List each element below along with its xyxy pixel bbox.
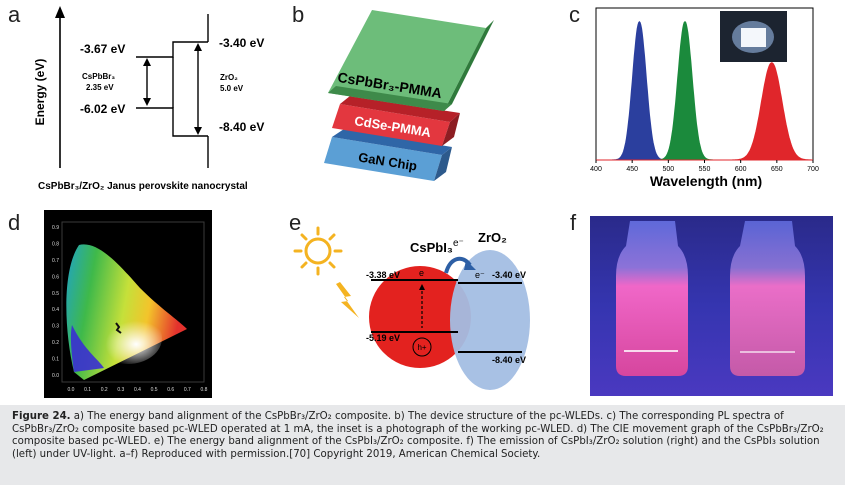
panel-label-f: f	[570, 210, 577, 235]
cie-x-tick-6: 0.6	[167, 387, 174, 393]
cie-y-tick-4: 0.5	[52, 291, 59, 297]
cie-y-tick-1: 0.8	[52, 241, 59, 247]
caption-text: a) The energy band alignment of the CsPb…	[12, 411, 824, 460]
x-tick-label-4: 600	[735, 166, 747, 173]
vial-left-cspbi3	[616, 221, 688, 376]
cspbi3-cb-value: -3.38 eV	[366, 270, 400, 280]
solution-photo-f	[590, 216, 833, 396]
cie-x-tick-2: 0.2	[101, 387, 108, 393]
cie-chart: 0.9 0.8 0.7 0.6 0.5 0.4 0.3 0.2 0.1 0.0 0.0 0.1 0.2 0…	[44, 210, 212, 398]
cspbi3-vb-value: -5.19 eV	[366, 333, 400, 343]
cie-y-tick-5: 0.4	[52, 307, 59, 313]
right-gap-arrow-head-down	[194, 127, 202, 135]
gan-chip-side	[434, 147, 452, 181]
gan-chip-top	[332, 129, 452, 155]
cspbbr3-edge	[328, 86, 452, 111]
sun-icon	[304, 237, 332, 265]
conduction-band-line	[136, 41, 208, 58]
band-diagram-e: CsPbI₃ ZrO₂ e⁻ -3.38 eV -5.19 eV -3.40 e…	[293, 226, 530, 390]
pl-spectrum-chart: 400 450 500 550 600 650 700 Wavelength (nm)	[590, 7, 819, 189]
energy-axis-label: Energy (eV)	[33, 59, 47, 126]
left-vb-value: -6.02 eV	[80, 102, 125, 116]
figure-caption: Figure 24. a) The energy band alignment …	[12, 411, 834, 461]
cie-y-tick-6: 0.3	[52, 324, 59, 330]
panel-label-d: d	[8, 210, 21, 235]
cie-x-tick-4: 0.4	[134, 387, 141, 393]
x-tick-label-1: 450	[626, 166, 638, 173]
figure-number: Figure 24.	[12, 411, 71, 422]
cie-white-point	[94, 312, 162, 364]
cspbbr3-side	[444, 20, 494, 111]
left-bandgap: 2.35 eV	[86, 83, 114, 92]
cspbbr3-layer	[328, 10, 486, 111]
caption-background	[0, 405, 845, 485]
left-material-name: CsPbBr₃	[82, 72, 115, 81]
cie-y-tick-7: 0.2	[52, 340, 59, 346]
right-material-name: ZrO₂	[220, 73, 238, 82]
left-cb-value: -3.67 eV	[80, 42, 125, 56]
cie-y-tick-0: 0.9	[52, 225, 59, 231]
energy-axis-arrow	[55, 6, 65, 18]
cie-blue-region	[70, 325, 104, 372]
cie-x-tick-7: 0.7	[184, 387, 191, 393]
cie-x-tick-5: 0.5	[151, 387, 158, 393]
transfer-arrow-head	[464, 260, 476, 270]
electron-symbol-zro2: e⁻	[475, 270, 485, 280]
cdse-layer	[332, 104, 450, 146]
zro2-cb-value: -3.40 eV	[492, 270, 526, 280]
electron-symbol: e	[419, 268, 424, 278]
cdse-side	[442, 113, 460, 146]
device-structure-b: CsPbBr₃-PMMA CdSe-PMMA GaN Chip	[324, 10, 494, 181]
hole-label: h+	[417, 343, 426, 352]
zro2-vb-value: -8.40 eV	[492, 355, 526, 365]
x-tick-label-5: 650	[771, 166, 783, 173]
cie-frame	[61, 221, 205, 383]
right-vb-value: -8.40 eV	[219, 120, 264, 134]
sun-rays	[293, 226, 343, 276]
valence-band-line	[136, 107, 208, 137]
gan-chip-layer	[324, 137, 442, 181]
x-tick-label-6: 700	[807, 166, 819, 173]
cie-x-tick-8: 0.8	[201, 387, 208, 393]
hole-circle	[412, 337, 432, 357]
right-cb-value: -3.40 eV	[219, 36, 264, 50]
zro2-sphere	[450, 250, 530, 390]
x-tick-label-3: 550	[699, 166, 711, 173]
vial-right-composite	[730, 221, 805, 376]
left-gap-arrow-head-up	[143, 58, 151, 66]
x-tick-label-0: 400	[590, 166, 602, 173]
cspbi3-sphere	[369, 266, 471, 368]
cie-y-tick-3: 0.6	[52, 274, 59, 280]
panel-label-b: b	[292, 2, 305, 27]
panel-label-c: c	[569, 2, 580, 27]
electron-label: e⁻	[453, 238, 464, 249]
cie-x-tick-3: 0.3	[117, 387, 124, 393]
excitation-arrow-head	[419, 284, 425, 290]
inset-led-light	[741, 28, 766, 47]
x-tick-label-2: 500	[662, 166, 674, 173]
cspbi3-label: CsPbI₃	[410, 240, 453, 255]
cie-y-tick-2: 0.7	[52, 258, 59, 264]
lightning-icon	[336, 282, 359, 318]
left-gap-arrow-head-down	[143, 98, 151, 106]
panel-label-a: a	[8, 2, 21, 27]
panel-a-title: CsPbBr₃/ZrO₂ Janus perovskite nanocrysta…	[38, 181, 248, 192]
cie-y-tick-8: 0.1	[52, 357, 59, 363]
panel-label-e: e	[289, 210, 302, 235]
band-diagram-a: Energy (eV) -3.67 eV -6.02 eV -3.40 eV -…	[33, 6, 264, 192]
right-bandgap: 5.0 eV	[220, 84, 244, 93]
right-gap-arrow-head-up	[194, 43, 202, 51]
cie-x-tick-1: 0.1	[84, 387, 91, 393]
cdse-top	[340, 96, 460, 122]
x-axis-label: Wavelength (nm)	[650, 173, 762, 189]
zro2-label: ZrO₂	[478, 230, 507, 245]
cie-trajectory	[115, 322, 122, 334]
cie-y-tick-9: 0.0	[52, 373, 59, 379]
cie-x-tick-0: 0.0	[68, 387, 75, 393]
